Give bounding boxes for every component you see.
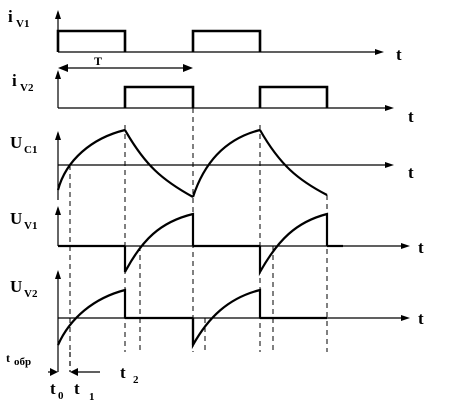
tobr-arrow	[50, 368, 58, 376]
label-t-iv1: t	[396, 45, 402, 64]
label-t-uc1: t	[408, 163, 414, 182]
axes	[55, 10, 410, 372]
label-tobr: t	[6, 351, 10, 365]
waveform-iv1	[56, 29, 262, 52]
iv2-pulse-1	[123, 85, 195, 108]
axis-uv1-arrow-right	[401, 243, 410, 249]
label-t0-sub: 0	[58, 390, 64, 402]
axis-iv2-arrow-right	[385, 105, 394, 111]
label-uv2: U	[10, 277, 22, 296]
label-uc1: U	[10, 133, 22, 152]
label-tobr-sub: обр	[14, 356, 31, 368]
uc1-discharge-2	[259, 129, 328, 196]
label-t-uv1: t	[418, 238, 424, 257]
iv1-pulse-2	[191, 29, 262, 52]
label-uv2-sub: V2	[24, 288, 38, 300]
labels: i V1 i V2 U C1 U V1 U V2 t t t t t T t о…	[6, 7, 424, 403]
guide-lines	[69, 108, 328, 352]
uv2-recovery-1	[56, 288, 127, 346]
axis-iv1-arrow-right	[375, 49, 384, 55]
axis-uv2-arrow-up	[55, 270, 61, 279]
waveform-uv1	[58, 212, 343, 277]
label-iv2: i	[12, 71, 17, 90]
label-t0: t	[50, 379, 56, 398]
label-t1: t	[74, 379, 80, 398]
label-t2-sub: 2	[133, 374, 139, 386]
label-iv1: i	[8, 7, 13, 26]
axis-iv1-arrow-up	[55, 10, 61, 19]
axis-uv1-arrow-up	[55, 206, 61, 215]
uc1-discharge-1	[124, 129, 194, 198]
label-uv1: U	[10, 209, 22, 228]
label-uc1-sub: C1	[24, 144, 37, 156]
period-marker	[58, 64, 193, 72]
label-period: T	[94, 54, 102, 68]
uc1-charge-1	[56, 128, 126, 191]
label-t-iv2: t	[408, 107, 414, 126]
uv1-recovery-1	[123, 212, 195, 273]
period-arrow-right	[183, 64, 193, 72]
label-uv1-sub: V1	[24, 220, 37, 232]
uc1-charge-2	[191, 128, 261, 198]
waveform-iv2	[123, 85, 329, 108]
uv1-recovery-2	[258, 212, 329, 277]
label-t1-sub: 1	[89, 391, 95, 403]
label-t-uv2: t	[418, 309, 424, 328]
t1-arrow	[70, 368, 78, 376]
waveform-uc1	[56, 128, 328, 198]
label-t2: t	[120, 363, 126, 382]
waveform-uv2	[56, 288, 327, 350]
label-iv1-sub: V1	[16, 18, 29, 30]
time-markers	[48, 352, 100, 376]
axis-iv2-arrow-up	[55, 70, 61, 79]
iv1-pulse-1	[56, 29, 127, 52]
axis-uv2-arrow-right	[401, 315, 410, 321]
period-arrow-left	[58, 64, 68, 72]
iv2-pulse-2	[258, 85, 329, 108]
axis-uc1-arrow-up	[55, 131, 61, 140]
uv2-recovery-2	[191, 288, 262, 350]
axis-uc1-arrow-right	[385, 162, 394, 168]
label-iv2-sub: V2	[20, 82, 34, 94]
